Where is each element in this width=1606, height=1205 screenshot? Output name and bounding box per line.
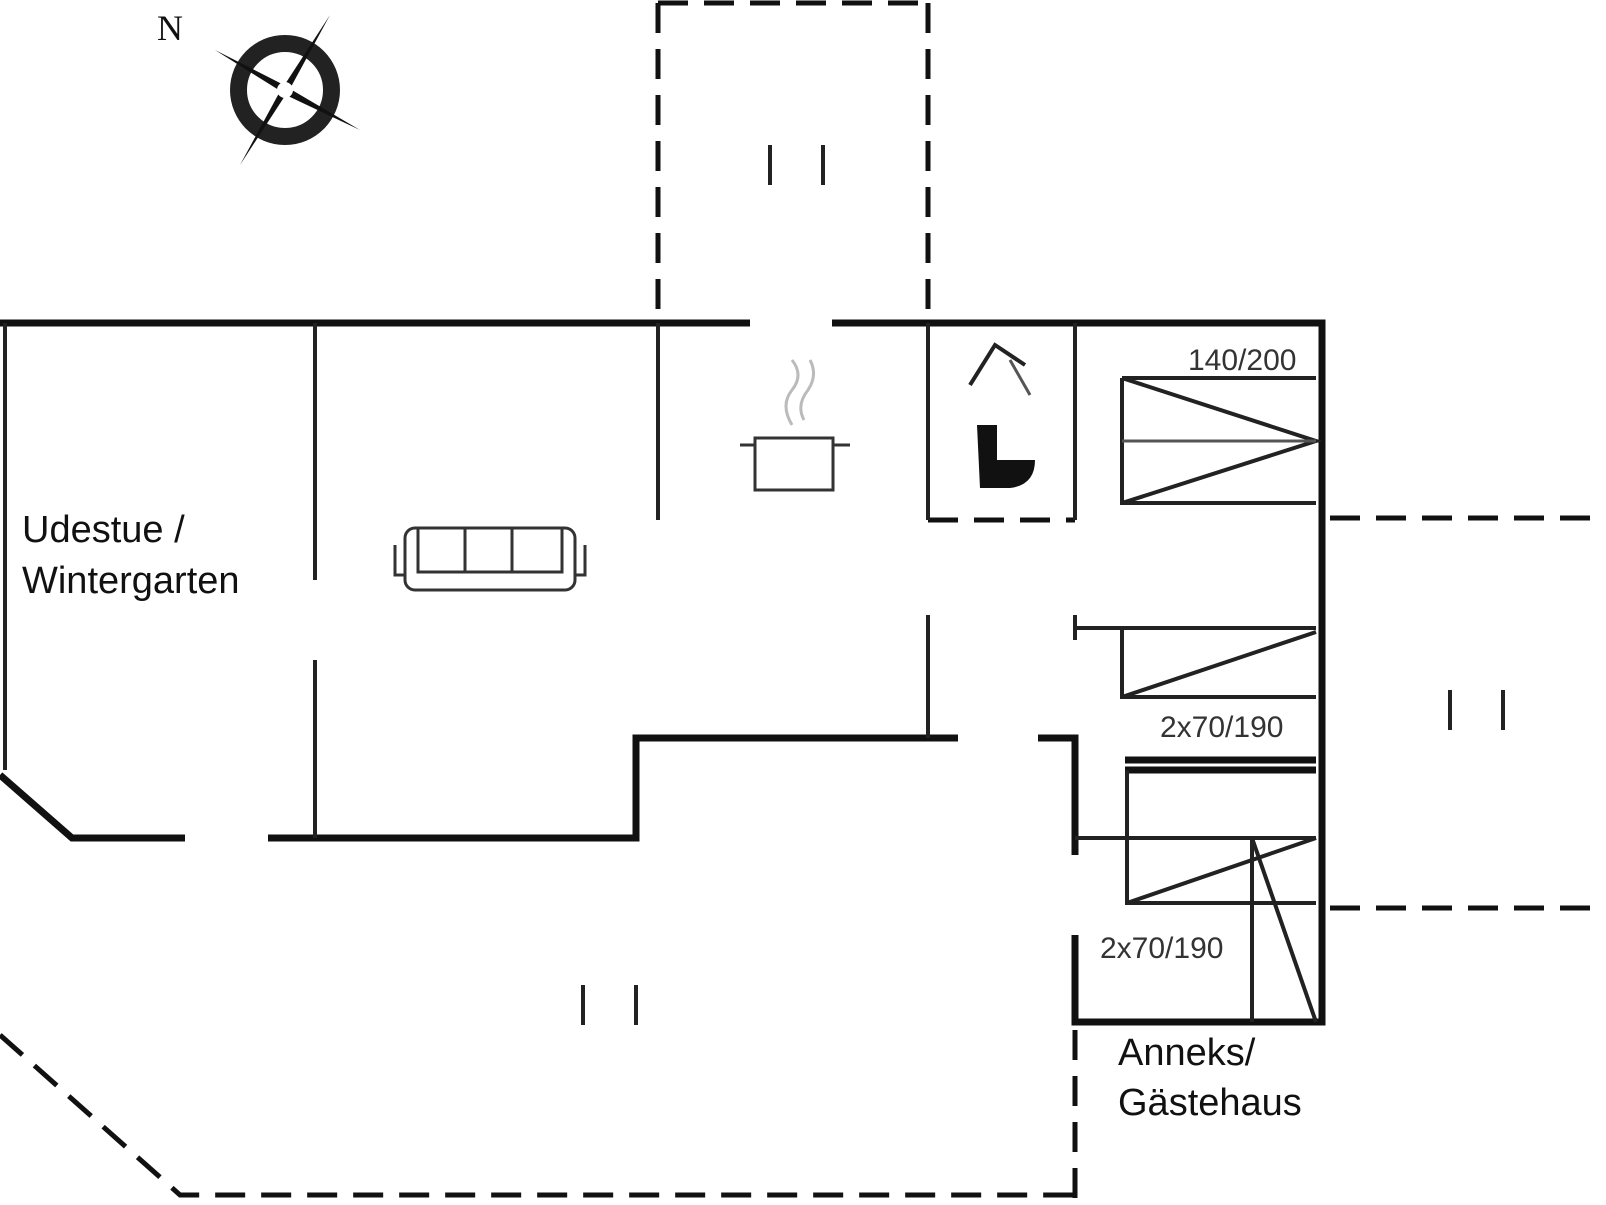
- bed-size-twin-2: 2x70/190: [1100, 932, 1223, 965]
- wintergarden-label-line1: Udestue /: [22, 509, 185, 551]
- wintergarden-label-line2: Wintergarten: [22, 560, 240, 602]
- stove-pot-icon: [740, 359, 850, 492]
- bed-size-twin-1: 2x70/190: [1160, 711, 1283, 744]
- bed-twin-2: [1075, 756, 1318, 1023]
- terrace-markers: [581, 145, 1505, 1025]
- toilet-shower-icon: [968, 342, 1035, 488]
- bed-double: [1120, 376, 1323, 505]
- annex-label-line2: Gästehaus: [1118, 1082, 1302, 1124]
- bed-twin-1: [1075, 626, 1317, 699]
- north-label: N: [157, 8, 183, 48]
- walls: [0, 319, 1326, 1026]
- annex-label-line1: Anneks/: [1118, 1032, 1256, 1074]
- compass-rose-icon: [215, 15, 360, 165]
- sofa-icon: [393, 526, 587, 592]
- bed-size-double: 140/200: [1188, 344, 1296, 377]
